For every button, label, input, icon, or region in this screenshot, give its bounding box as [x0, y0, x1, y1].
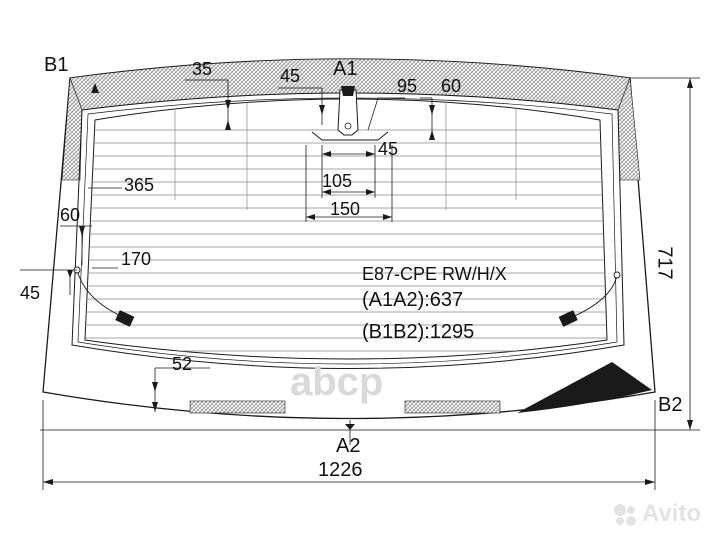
dim-45-top: 45	[280, 66, 301, 86]
arrowheads	[43, 78, 693, 485]
abcp-watermark: аbcp	[290, 360, 384, 404]
left-frit-corner	[61, 77, 83, 181]
right-wire	[569, 274, 618, 319]
dim-45-left: 45	[20, 283, 41, 303]
avito-watermark: Avito	[642, 500, 702, 527]
label-b1: B1	[44, 54, 69, 76]
dim-1226: 1226	[318, 459, 363, 481]
right-connector	[558, 310, 578, 327]
bottom-frit-right	[404, 400, 501, 414]
left-connector	[115, 310, 135, 327]
dim-150: 150	[330, 199, 361, 219]
label-a2: A2	[336, 435, 361, 457]
dim-717: 717	[653, 246, 676, 280]
dim-365: 365	[124, 175, 155, 195]
dim-35: 35	[192, 59, 213, 79]
dim-60-top: 60	[441, 76, 462, 96]
dim-105: 105	[322, 171, 353, 191]
heating-lines	[85, 100, 607, 352]
label-a1: A1	[333, 58, 358, 80]
dimension-lines	[20, 77, 700, 490]
model-code: E87-CPE RW/H/X	[362, 264, 507, 284]
dim-45-mid: 45	[378, 139, 399, 159]
avito-logo-icon	[612, 500, 638, 528]
dim-95: 95	[397, 76, 418, 96]
dim-60-left: 60	[60, 205, 81, 225]
a1a2-value: (A1A2):637	[362, 289, 464, 311]
inner-border-2	[77, 97, 618, 365]
heating-area	[84, 98, 608, 360]
dim-170: 170	[121, 249, 152, 269]
a1-mount	[337, 89, 359, 136]
label-b2: B2	[658, 394, 683, 416]
inner-border	[71, 92, 625, 369]
dim-52: 52	[172, 354, 193, 374]
bottom-frit-left	[189, 400, 286, 414]
center-notch	[311, 131, 389, 141]
dark-corner	[517, 362, 652, 413]
b1b2-value: (B1B2):1295	[362, 321, 475, 343]
